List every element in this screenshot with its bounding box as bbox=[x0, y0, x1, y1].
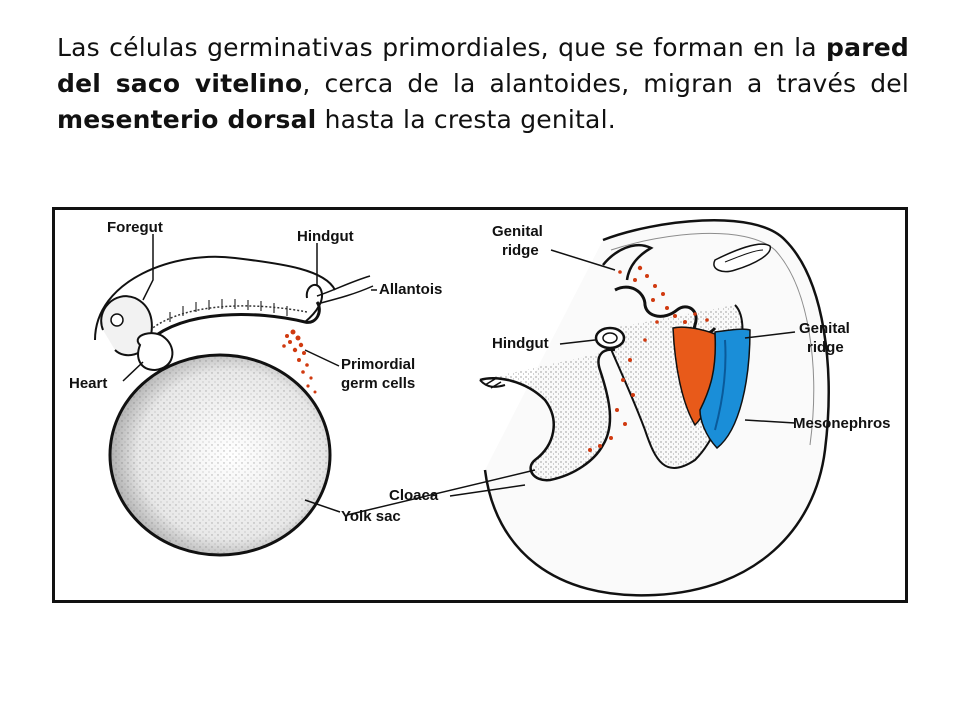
amnion-outline bbox=[94, 255, 336, 341]
caption-paragraph: Las células germinativas primordiales, q… bbox=[57, 30, 909, 138]
label-yolk-sac: Yolk sac bbox=[341, 508, 401, 525]
label-allantois: Allantois bbox=[379, 281, 442, 298]
label-mesonephros: Mesonephros bbox=[793, 415, 891, 432]
heart-shape bbox=[136, 332, 174, 372]
embryo-illustration: Foregut Hindgut Allantois Primordial ger… bbox=[69, 219, 891, 597]
left-embryo: Foregut Hindgut Allantois Primordial ger… bbox=[69, 219, 442, 557]
somite-ridges bbox=[169, 299, 288, 322]
caption-bold-yolk-wall: pared del saco vitelino bbox=[57, 33, 909, 98]
embryo-figure: Foregut Hindgut Allantois Primordial ger… bbox=[52, 207, 908, 603]
label-heart: Heart bbox=[69, 375, 107, 392]
label-foregut: Foregut bbox=[107, 219, 163, 236]
cloaca-shape bbox=[479, 348, 616, 482]
label-genital-ridge-upper: Genital bbox=[492, 223, 543, 240]
label-primordial: Primordial bbox=[341, 356, 415, 373]
label-hindgut-right: Hindgut bbox=[492, 335, 549, 352]
germ-cells-right bbox=[588, 265, 709, 452]
embryonic-gut-roof bbox=[149, 301, 321, 342]
label-genital-ridge-right-2: ridge bbox=[807, 339, 844, 356]
caption-text-2: , cerca de la alantoides, migran a travé… bbox=[302, 69, 910, 98]
upper-genital-ridge bbox=[602, 243, 654, 281]
caption-text-1: Las células germinativas primordiales, q… bbox=[57, 33, 827, 62]
caption-text-3: hasta la cresta genital. bbox=[316, 105, 616, 134]
label-hindgut-left: Hindgut bbox=[297, 228, 354, 245]
hindgut-tail bbox=[304, 283, 323, 323]
label-genital-ridge-upper-2: ridge bbox=[502, 242, 539, 259]
label-germ-cells: germ cells bbox=[341, 375, 415, 392]
caption-bold-dorsal-mesentery: mesenterio dorsal bbox=[57, 105, 317, 134]
allantois-stalk bbox=[316, 275, 374, 305]
left-leader-lines bbox=[122, 234, 377, 513]
label-genital-ridge-right: Genital bbox=[799, 320, 850, 337]
right-leader-lines bbox=[346, 249, 796, 516]
germ-cells-left bbox=[282, 329, 317, 394]
mesonephros-blue bbox=[699, 328, 751, 450]
right-embryo: Genital ridge Hindgut Genital ridge Meso… bbox=[346, 219, 891, 597]
label-cloaca: Cloaca bbox=[389, 487, 439, 504]
